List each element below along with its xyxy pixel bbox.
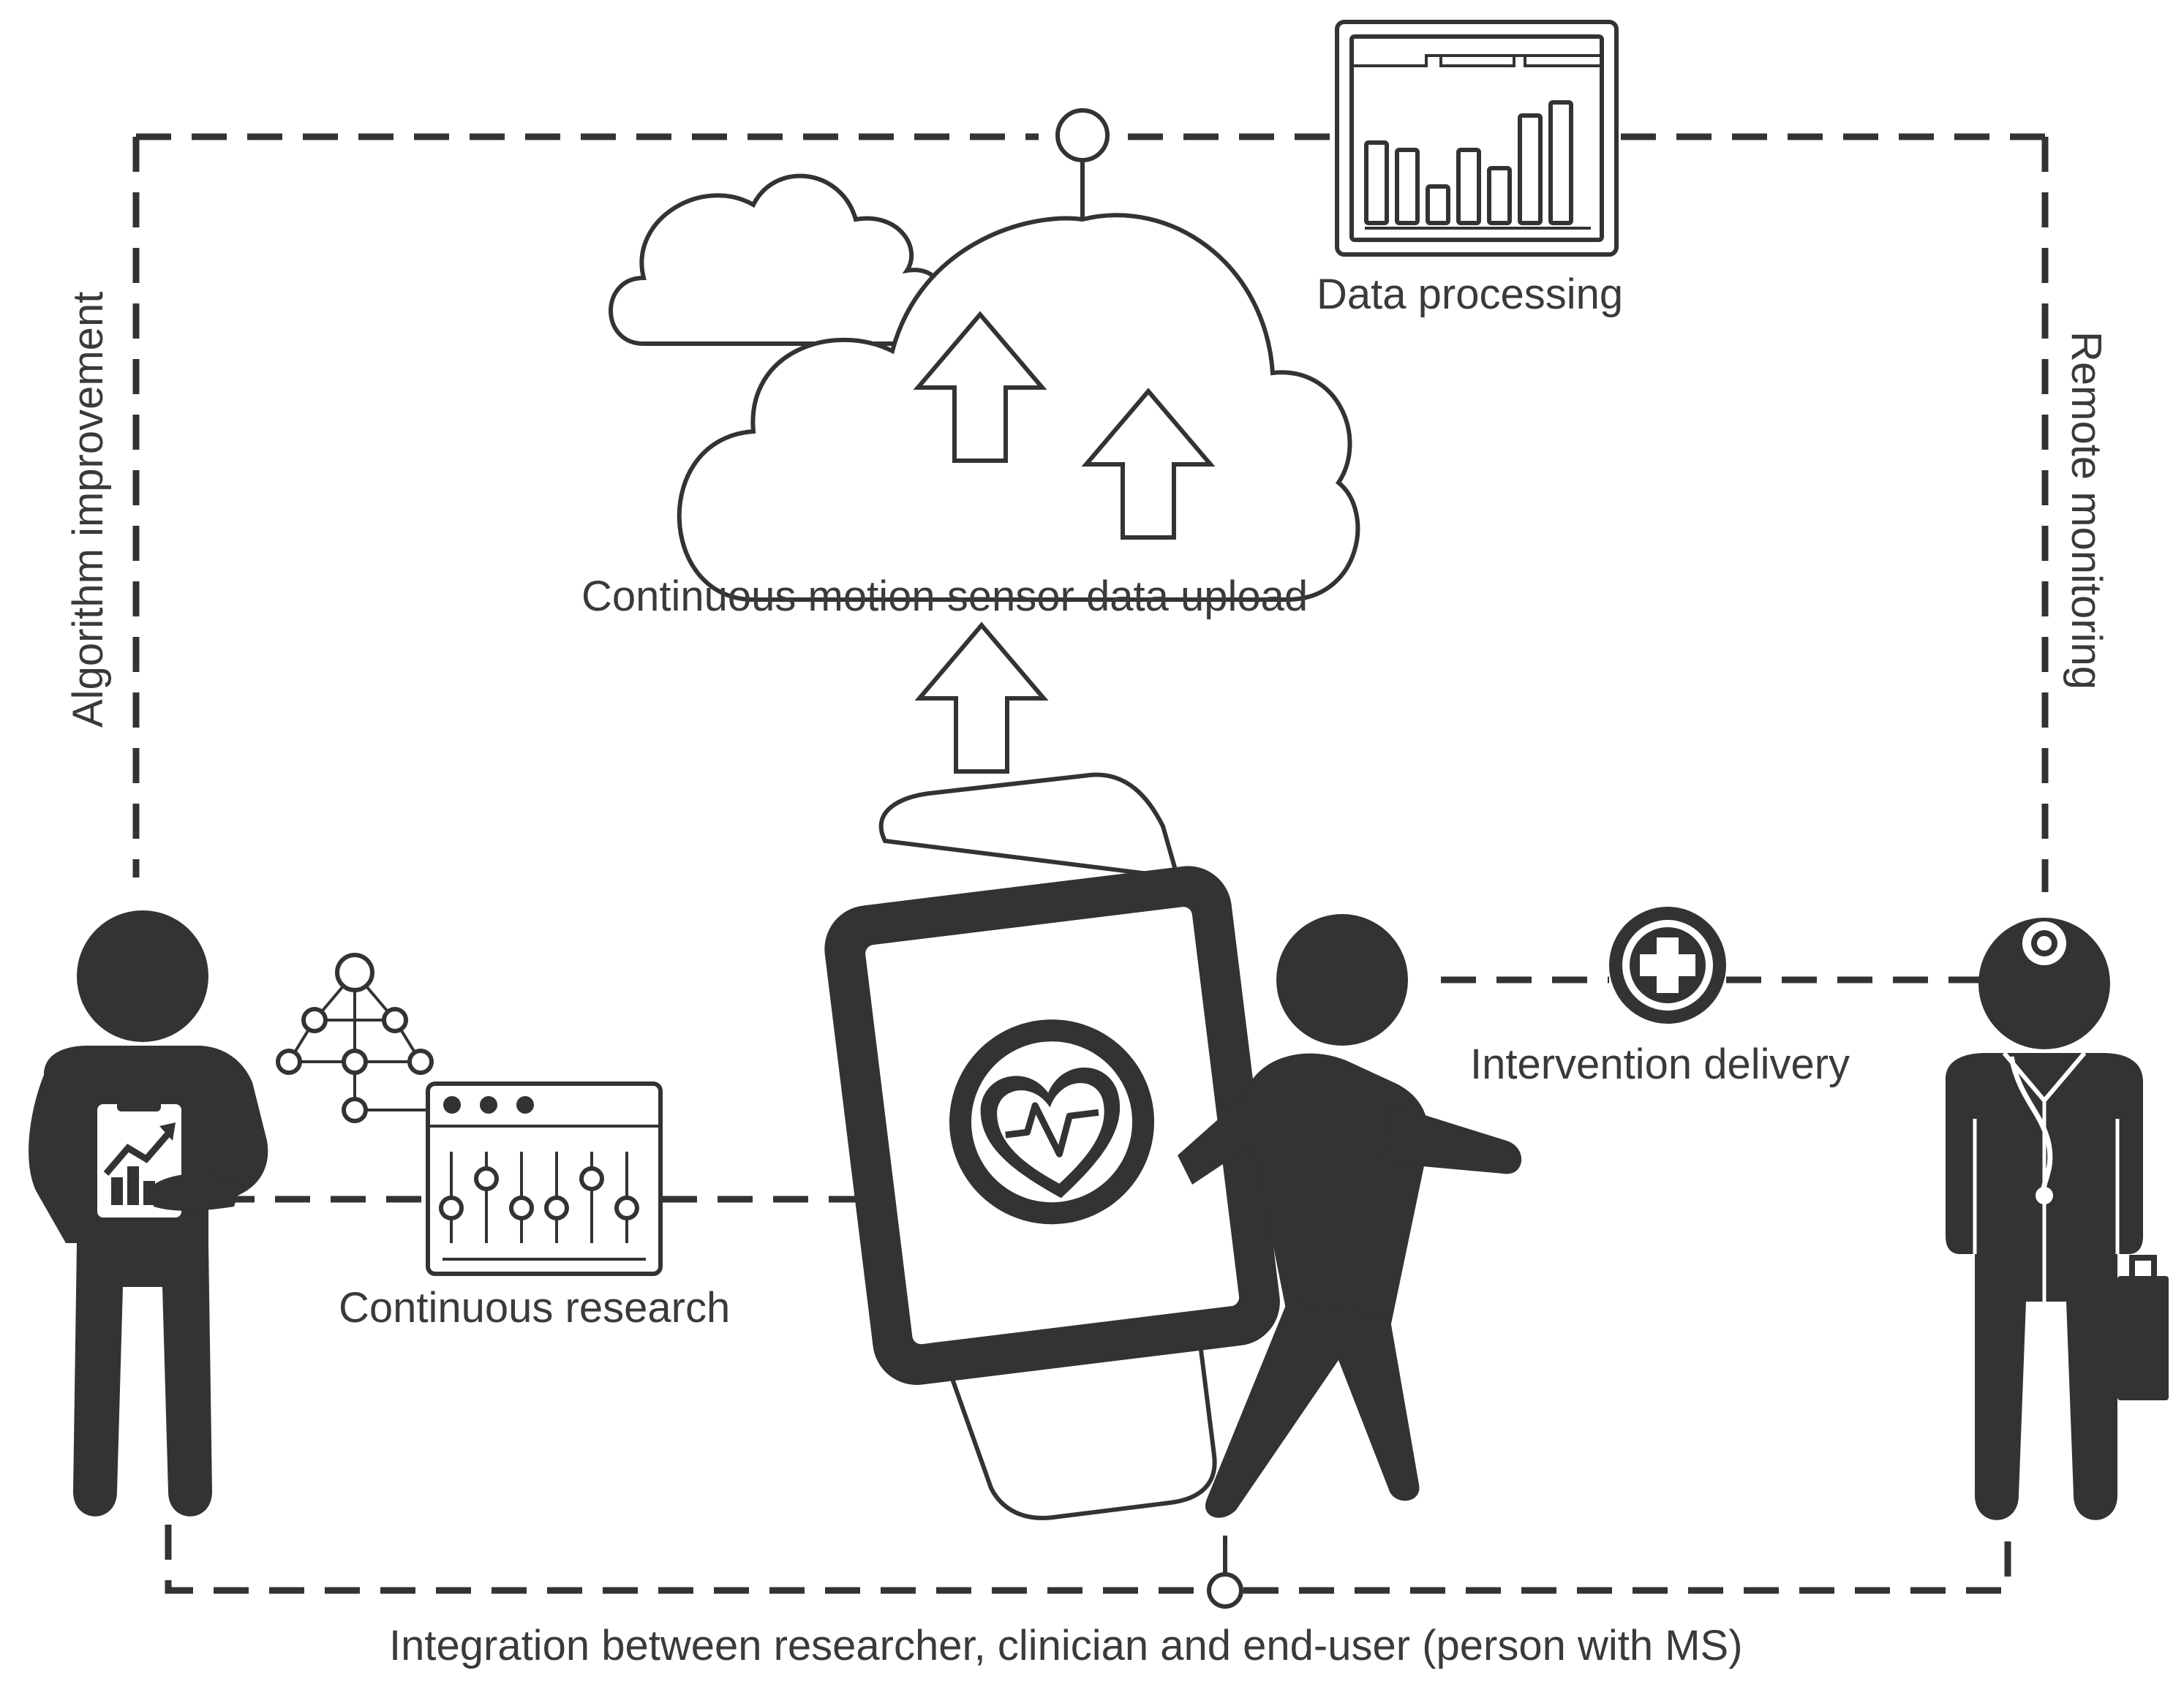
bottom-connector-right xyxy=(1243,1525,2011,1594)
walking-person-icon xyxy=(1178,914,1522,1518)
heart-rate-smartwatch-icon xyxy=(824,772,1280,1520)
bottom-connector-left xyxy=(165,1525,1207,1594)
medical-cross-icon xyxy=(1609,907,1726,1024)
doctor-person-icon xyxy=(1946,918,2169,1520)
integration-label: Integration between researcher, clinicia… xyxy=(389,1622,1743,1669)
cloud-node xyxy=(1055,108,1110,162)
network-graph-icon xyxy=(276,953,434,1123)
bar-chart-dashboard-icon xyxy=(1335,20,1619,257)
data-processing-label: Data processing xyxy=(1317,271,1623,318)
remote-monitoring-label: Remote monitoring xyxy=(2063,331,2110,690)
bottom-junction-node xyxy=(1207,1572,1243,1609)
watch-upload-arrow-icon xyxy=(914,622,1049,774)
connection-loop xyxy=(132,133,2049,1609)
continuous-research-label: Continuous research xyxy=(339,1284,730,1332)
cloud-upload-label: Continuous motion sensor data upload xyxy=(581,573,1308,620)
intervention-delivery-label: Intervention delivery xyxy=(1470,1041,1850,1088)
cloud-upload-icon xyxy=(609,108,1360,602)
researcher-person-icon xyxy=(29,910,268,1517)
equalizer-settings-icon xyxy=(426,1081,663,1276)
upload-arrow-left xyxy=(913,311,1047,463)
upload-arrow-right xyxy=(1081,388,1216,540)
algorithm-improvement-label: Algorithm improvement xyxy=(64,292,112,728)
